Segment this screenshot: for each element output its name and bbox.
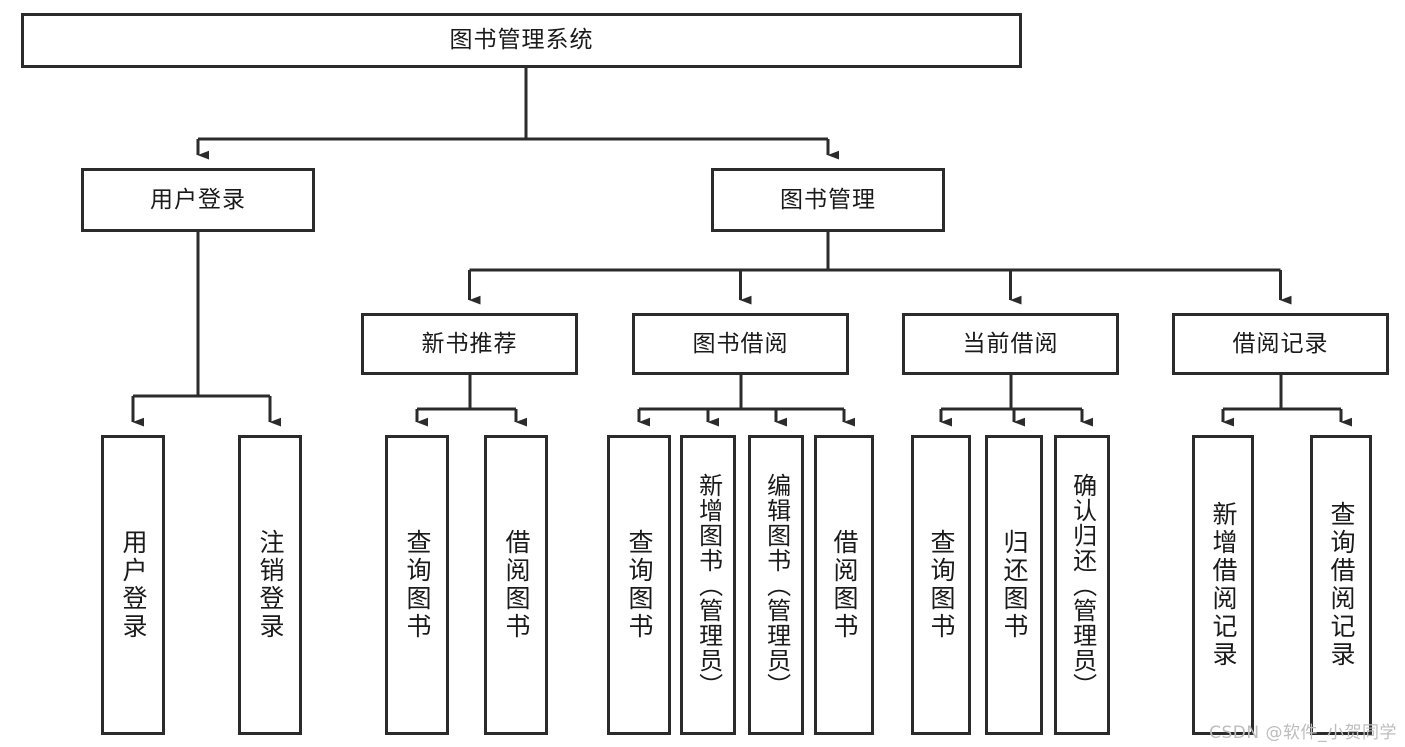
node-leaf-return-book-label: 归还图书: [1000, 529, 1029, 641]
node-user-login-label: 用户登录: [150, 186, 246, 213]
node-borrow-record[interactable]: 借阅记录: [1172, 313, 1389, 375]
node-leaf-user-logout[interactable]: 注销登录: [238, 435, 302, 735]
node-leaf-user-login[interactable]: 用户登录: [101, 435, 165, 735]
node-leaf-confirm-return[interactable]: 确认归还（管理员）: [1054, 435, 1110, 735]
node-leaf-query-cur-book[interactable]: 查询图书: [911, 435, 971, 735]
node-leaf-borrow-book-rec[interactable]: 借阅图书: [484, 435, 548, 735]
node-book-borrow-label: 图书借阅: [692, 330, 789, 357]
node-leaf-add-book[interactable]: 新增图书（管理员）: [680, 435, 736, 735]
node-leaf-edit-book[interactable]: 编辑图书（管理员）: [748, 435, 804, 735]
node-book-manage[interactable]: 图书管理: [711, 168, 945, 232]
node-leaf-user-login-label: 用户登录: [119, 529, 148, 641]
node-leaf-query-record-label: 查询借阅记录: [1327, 501, 1356, 669]
node-leaf-query-book-rec-label: 查询图书: [403, 529, 432, 641]
node-leaf-borrow-book-label: 借阅图书: [830, 529, 859, 641]
node-leaf-add-record-label: 新增借阅记录: [1209, 501, 1238, 669]
node-leaf-confirm-return-label: 确认归还（管理员）: [1068, 472, 1097, 698]
node-book-manage-label: 图书管理: [780, 186, 876, 213]
node-leaf-query-cur-book-label: 查询图书: [927, 529, 956, 641]
node-current-borrow[interactable]: 当前借阅: [902, 313, 1119, 375]
node-new-book-recommend[interactable]: 新书推荐: [361, 313, 578, 375]
node-new-book-recommend-label: 新书推荐: [421, 330, 518, 357]
node-borrow-record-label: 借阅记录: [1232, 330, 1329, 357]
node-leaf-query-book-label: 查询图书: [625, 529, 654, 641]
node-leaf-user-logout-label: 注销登录: [256, 529, 285, 641]
node-user-login[interactable]: 用户登录: [81, 168, 315, 232]
node-leaf-return-book[interactable]: 归还图书: [985, 435, 1043, 735]
node-leaf-borrow-book[interactable]: 借阅图书: [814, 435, 874, 735]
node-current-borrow-label: 当前借阅: [962, 330, 1059, 357]
node-leaf-edit-book-label: 编辑图书（管理员）: [762, 472, 791, 698]
node-leaf-add-book-label: 新增图书（管理员）: [694, 472, 723, 698]
node-leaf-query-book[interactable]: 查询图书: [607, 435, 671, 735]
csdn-watermark: CSDN @软件_小贺同学: [1209, 723, 1397, 743]
node-root-label: 图书管理系统: [449, 27, 594, 54]
node-leaf-query-book-rec[interactable]: 查询图书: [385, 435, 449, 735]
node-leaf-query-record[interactable]: 查询借阅记录: [1310, 435, 1372, 735]
node-leaf-borrow-book-rec-label: 借阅图书: [502, 529, 531, 641]
node-book-borrow[interactable]: 图书借阅: [632, 313, 849, 375]
node-leaf-add-record[interactable]: 新增借阅记录: [1192, 435, 1254, 735]
node-root[interactable]: 图书管理系统: [21, 13, 1022, 68]
